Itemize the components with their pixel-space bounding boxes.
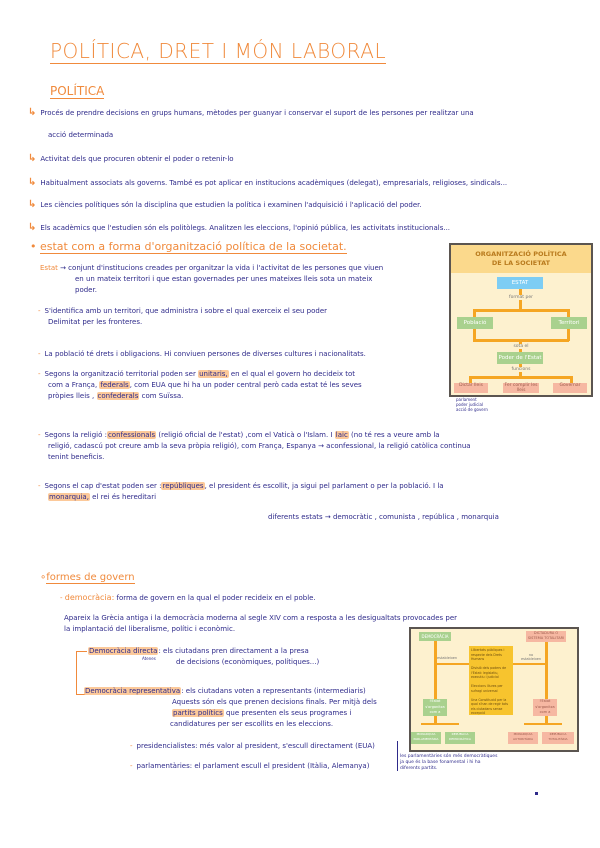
democracia-definition: - democràcia: forma de govern en la qual… <box>60 593 316 602</box>
democracia-directa: Democràcia directa: els ciutadans pren d… <box>88 647 309 655</box>
estat-definition-3: poder. <box>75 286 97 294</box>
bracket-right <box>392 741 398 771</box>
estat-point-religio-3: tenint beneficis. <box>48 453 105 461</box>
arrow-icon: ↳ <box>28 222 37 233</box>
bullet-1: ↳Procés de prendre decisions en grups hu… <box>28 107 474 118</box>
box-democracy-features: Llibertats públiques i respecte dels Dre… <box>469 646 513 715</box>
democracia-history: Apareix la Grècia antiga i la democràcia… <box>64 614 458 622</box>
estat-point-religio: -Segons la religió :confessionals (relig… <box>38 431 440 439</box>
box-poder: Poder de l'Estat <box>497 352 543 364</box>
box-monarquia-parlamentaria: MONARQUIA PARLAMENTÀRIA <box>411 732 441 744</box>
democracia-representativa: Democràcia representativa: els ciutadans… <box>84 687 366 695</box>
parlamentaries: -parlamentàries: el parlament escull el … <box>130 762 370 770</box>
section-heading-estat: • estat com a forma d'organització polít… <box>30 240 347 254</box>
diagram-title: ORGANITZACIÓ POLÍTICA DE LA SOCIETAT <box>451 245 591 273</box>
box-republica-totalitaria: REPÚBLICA TOTALITÀRIA <box>542 732 574 744</box>
section-heading-politica: POLÍTICA <box>50 84 105 99</box>
box-poblacio: Població <box>457 317 493 329</box>
arrow-icon: ↳ <box>28 199 37 210</box>
presidencialistes: -presidencialistes: més valor al preside… <box>130 742 375 750</box>
box-territori: Territori <box>551 317 587 329</box>
bullet-1-cont: acció determinada <box>48 131 114 139</box>
estat-definition: Estat → conjunt d'institucions creades p… <box>40 264 384 272</box>
diagram1-handwritten-notes: parlament poder judicial acció de govern <box>456 397 488 412</box>
estat-point-organitzacio-3: pròpies lleis , confederals com Suïssa. <box>48 392 184 400</box>
directa-sub-note: Atenes <box>142 656 156 661</box>
page-title: POLÍTICA, DRET I MÓN LABORAL <box>50 39 387 64</box>
estat-point-cap-2: monarquia, el rei és hereditari <box>48 493 157 501</box>
estat-point-territori-2: Delimitat per les fronteres. <box>48 318 143 326</box>
bullet-4: ↳Les ciències polítiques són la discipli… <box>28 199 422 210</box>
box-monarquia-autoritaria: MONARQUIA AUTORITÀRIA <box>508 732 538 744</box>
democracia-representativa-2: Aquests són els que prenen decisions fin… <box>172 698 377 706</box>
box-dictar-lleis: Dictar lleis <box>454 383 488 393</box>
democracia-directa-2: de decisions (econòmiques, polítiques...… <box>176 658 320 666</box>
diagram-organitzacio-politica: ORGANITZACIÓ POLÍTICA DE LA SOCIETAT EST… <box>449 243 593 397</box>
bracket-note: les parlamentàries són més democràtiques… <box>400 754 498 771</box>
ink-dot <box>535 792 538 795</box>
estat-definition-2: en un mateix territori i que estan gover… <box>75 275 373 283</box>
estat-point-cap: -Segons el cap d'estat poden ser :repúbl… <box>38 482 444 490</box>
arrow-icon: ↳ <box>28 153 37 164</box>
box-fer-complir: Fer complir les lleis <box>503 383 539 393</box>
estat-point-organitzacio-2: com a França, federals, com EUA que hi h… <box>48 381 362 389</box>
box-dictadura: DICTADURA O SISTEMA TOTALITARI <box>526 631 566 642</box>
estat-summary: diferents estats → democràtic , comunist… <box>268 513 499 521</box>
bullet-2: ↳Activitat dels que procuren obtenir el … <box>28 153 234 164</box>
bullet-5: ↳Els acadèmics que l'estudien són els po… <box>28 222 451 233</box>
section-heading-formes: ∘formes de govern <box>40 572 135 584</box>
box-democracia: DEMOCRÀCIA <box>419 632 451 641</box>
estat-point-territori: -S'identifica amb un territori, que admi… <box>38 307 328 315</box>
democracia-history-2: la implantació del liberalisme, polític … <box>64 625 236 633</box>
box-republica-democratica: REPÚBLICA DEMOCRÀTICA <box>445 732 475 744</box>
box-estat-org-left: l'Estat s'organitza com a <box>423 699 447 716</box>
arrow-icon: ↳ <box>28 107 37 118</box>
democracia-representativa-4: candidatures per ser escollits en les el… <box>170 720 334 728</box>
estat-point-organitzacio: -Segons la organització territorial pode… <box>38 370 356 378</box>
democracia-representativa-3: partits polítics que presenten els seus … <box>172 709 352 717</box>
arrow-icon: ↳ <box>28 177 37 188</box>
diagram-formes-govern: DEMOCRÀCIA DICTADURA O SISTEMA TOTALITAR… <box>409 627 579 752</box>
bracket-connector <box>76 651 87 695</box>
bullet-3: ↳Habitualment associats als governs. Tam… <box>28 177 508 188</box>
box-estat-org-right: l'Estat s'organitza com a <box>533 699 557 716</box>
box-governar: Governar <box>553 383 587 393</box>
estat-point-religio-2: religió, cadascú pot creure amb la seva … <box>48 442 471 450</box>
estat-point-poblacio: -La població té drets i obligacions. Hi … <box>38 350 366 358</box>
box-estat: ESTAT <box>497 277 543 289</box>
